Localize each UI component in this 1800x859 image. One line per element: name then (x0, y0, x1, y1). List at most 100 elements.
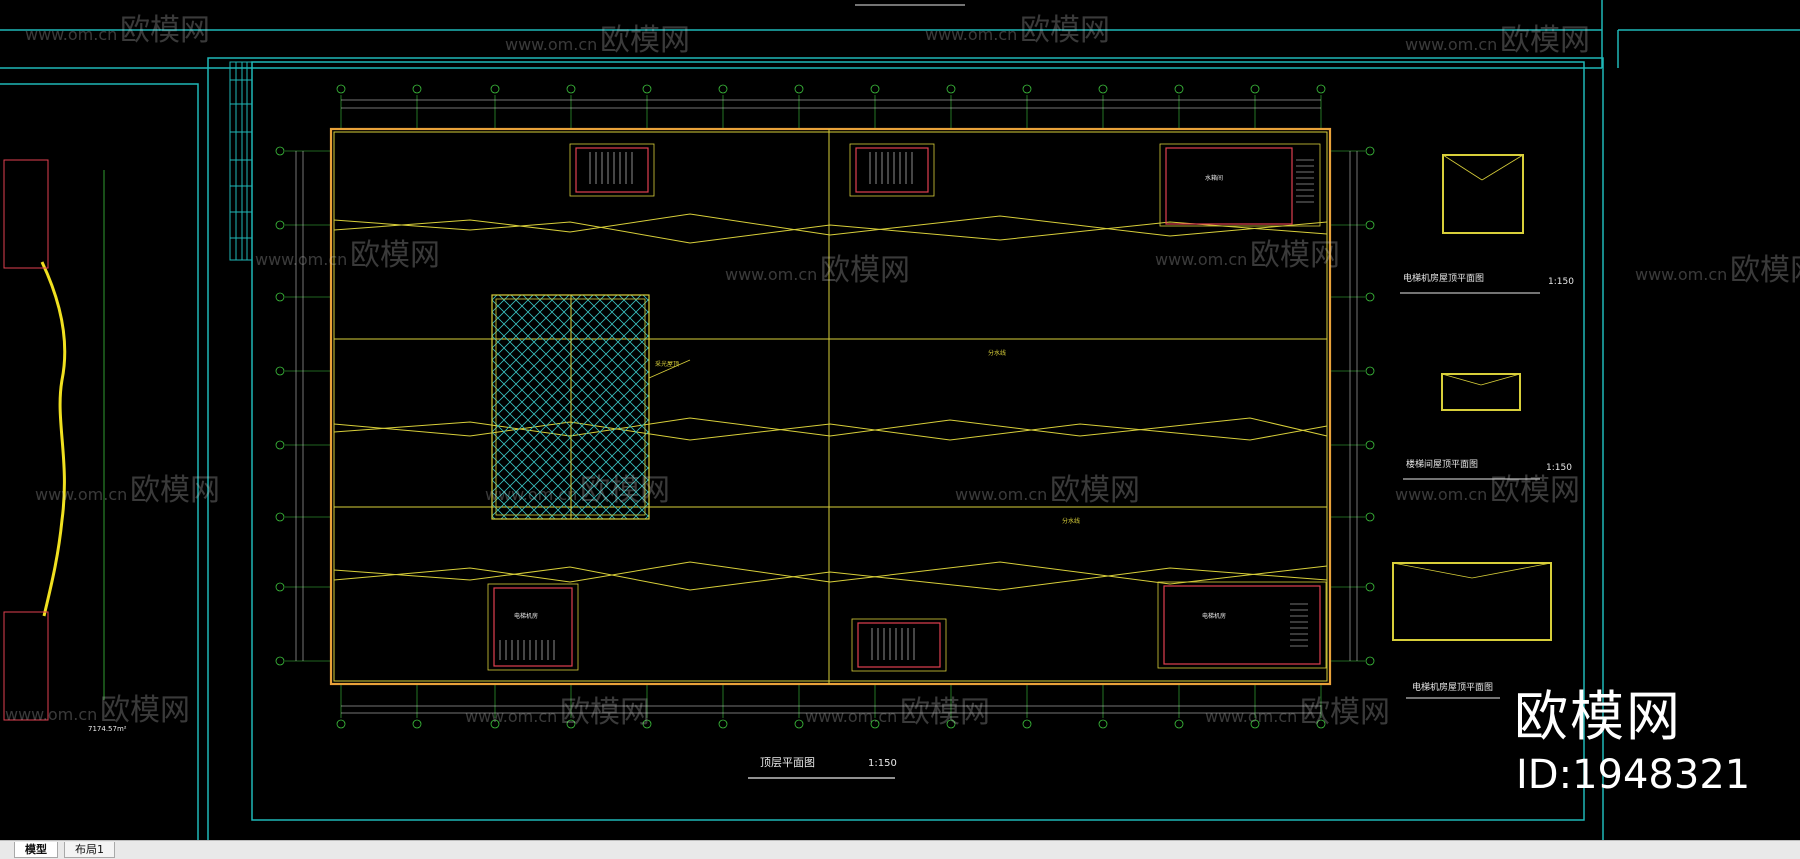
watermark-brand: 欧模网 (100, 693, 190, 728)
watermark-brand: 欧模网 (1020, 13, 1110, 48)
grid-bubble (1250, 84, 1260, 94)
grid-bubble (718, 84, 728, 94)
machine-room-bottom-right-label: 电梯机房 (1202, 612, 1226, 620)
roof-outline (329, 127, 1332, 686)
brand-id-label: ID:1948321 (1516, 752, 1751, 798)
grid-bubble (1365, 146, 1375, 156)
side-view-3-title: 电梯机房屋顶平面图 (1412, 681, 1493, 693)
grid-bubble (1174, 719, 1184, 729)
watermark-url: www.om.cn (255, 250, 347, 269)
watermark-brand: 欧模网 (900, 695, 990, 730)
title-block-strip (229, 61, 253, 261)
watermark-brand: 欧模网 (580, 473, 670, 508)
watermark-url: www.om.cn (25, 25, 117, 44)
stair-room-bottom-mid (857, 622, 941, 668)
grid-bubble (718, 719, 728, 729)
grid-bubble (642, 84, 652, 94)
watermark-brand: 欧模网 (600, 23, 690, 58)
grid-bubble (1365, 220, 1375, 230)
grid-bubble (490, 84, 500, 94)
side-view-3: 电梯机房屋顶平面图 (1392, 562, 1552, 699)
ridge-label-bottom: 分水线 (1062, 517, 1080, 525)
watermark-brand: 欧模网 (120, 13, 210, 48)
watermark-url: www.om.cn (925, 25, 1017, 44)
tab-layout1[interactable]: 布局1 (64, 842, 115, 858)
grid-bubble (275, 366, 285, 376)
watermark-url: www.om.cn (505, 35, 597, 54)
side-view-1-scale: 1:150 (1548, 277, 1574, 287)
tab-model[interactable]: 模型 (14, 842, 58, 858)
watermark-url: www.om.cn (5, 705, 97, 724)
grid-bubble (1022, 84, 1032, 94)
skylight-label: 采光屋顶 (655, 360, 679, 368)
grid-bubble (275, 656, 285, 666)
title-block-cells (229, 61, 253, 261)
skylight: 采光屋顶 (491, 294, 691, 520)
watermark-url: www.om.cn (805, 707, 897, 726)
grid-bubble (1098, 84, 1108, 94)
grid-bubble (1250, 719, 1260, 729)
left-sheet-frame (0, 83, 199, 840)
watermark-brand: 欧模网 (560, 695, 650, 730)
watermark-url: www.om.cn (1395, 485, 1487, 504)
room-outline-yellow (487, 143, 1327, 672)
brand-watermark: 欧模网 (1514, 685, 1682, 748)
grid-bubble (946, 84, 956, 94)
watermark-url: www.om.cn (1155, 250, 1247, 269)
grid-bubble (490, 719, 500, 729)
grid-bubble (336, 719, 346, 729)
left-outline-curve (40, 261, 67, 617)
watermark-url: www.om.cn (1205, 707, 1297, 726)
main-title-text: 顶层平面图 (760, 756, 815, 769)
roof-parapet (333, 131, 1328, 682)
grid-bubble (412, 719, 422, 729)
grid-bubble (566, 84, 576, 94)
grid-bubble (566, 719, 576, 729)
side-view-1: 电梯机房屋顶平面图 1:150 (1400, 154, 1574, 294)
grid-bubble (275, 512, 285, 522)
grid-bubble (946, 719, 956, 729)
watermark-url: www.om.cn (465, 707, 557, 726)
grid-bubble (1365, 366, 1375, 376)
watermark-brand: 欧模网 (1490, 473, 1580, 508)
watermark-brand: 欧模网 (1050, 473, 1140, 508)
left-partial-drawing: 7174.57m² (3, 159, 127, 733)
main-sheet-inner-frame (251, 61, 1585, 821)
watermark-brand: 欧模网 (130, 473, 220, 508)
grid-bubble (1316, 84, 1326, 94)
grid-bubble (870, 84, 880, 94)
stair-room-top-mid (855, 147, 929, 193)
grid-bubble (794, 719, 804, 729)
grid-bubble (275, 292, 285, 302)
axis-grid (275, 84, 1375, 729)
watermark-brand: 欧模网 (1300, 695, 1390, 730)
grid-bubble (794, 84, 804, 94)
grid-bubble (1365, 512, 1375, 522)
side-view-1-title: 电梯机房屋顶平面图 (1403, 272, 1484, 284)
layout-tab-bar: 模型 布局1 (0, 840, 1800, 859)
machine-room-bottom-left (493, 587, 573, 667)
grid-bubble (275, 146, 285, 156)
grid-bubble (1174, 84, 1184, 94)
ridge-label-top: 分水线 (988, 349, 1006, 357)
watermark-brand: 欧模网 (820, 253, 910, 288)
grid-bubble (336, 84, 346, 94)
grid-bubble (1365, 292, 1375, 302)
